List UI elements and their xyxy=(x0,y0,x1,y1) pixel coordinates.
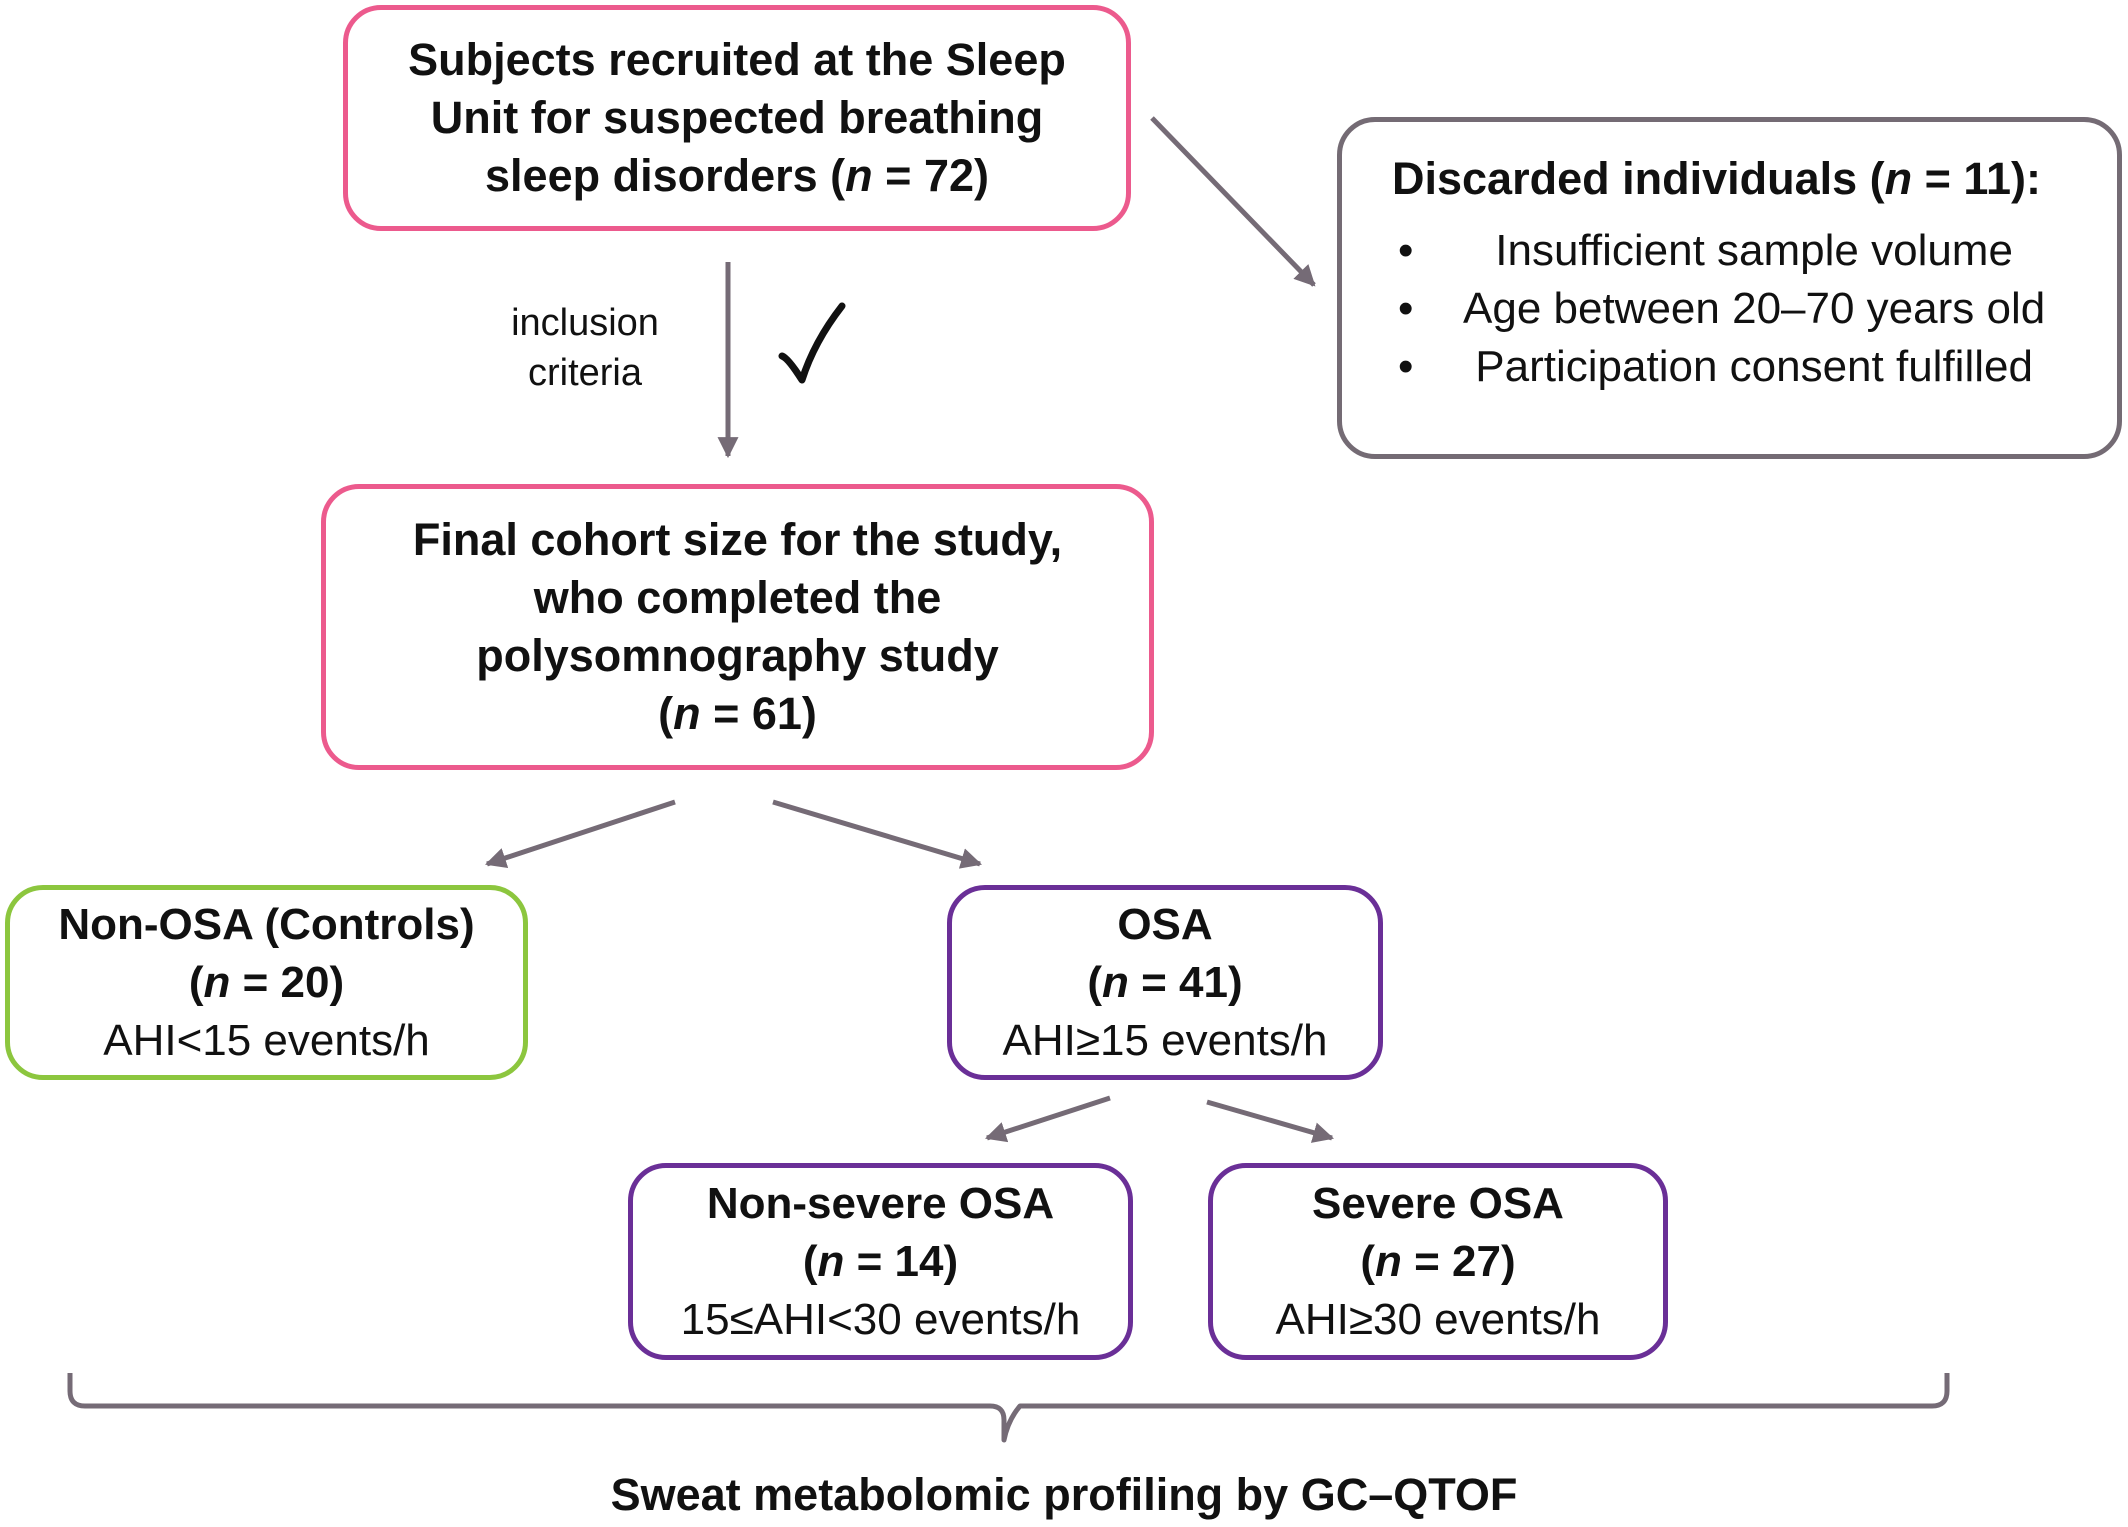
cohort-line-3: polysomnography study xyxy=(476,630,999,681)
severe-count: (n = 27) xyxy=(1360,1236,1516,1286)
discarded-title: Discarded individuals (n = 11): xyxy=(1392,153,2041,204)
inclusion-label-line-1: inclusion xyxy=(511,302,659,344)
arrow-to-non-severe xyxy=(985,1095,1111,1143)
severe-title: Severe OSA xyxy=(1312,1178,1564,1228)
box-discarded-individuals: Discarded individuals (n = 11): Insuffic… xyxy=(1337,117,2122,459)
osa-criterion: AHI≥15 events/h xyxy=(1002,1015,1328,1065)
box-severe-osa: Severe OSA (n = 27) AHI≥30 events/h xyxy=(1208,1163,1668,1360)
recruited-line-2: Unit for suspected breathing xyxy=(430,92,1044,143)
osa-count: (n = 41) xyxy=(1087,957,1243,1007)
grouping-brace xyxy=(67,1373,1950,1443)
recruited-line-3: sleep disorders (n = 72) xyxy=(485,150,989,201)
non-severe-title: Non-severe OSA xyxy=(706,1178,1055,1228)
controls-criterion: AHI<15 events/h xyxy=(103,1015,430,1065)
osa-title: OSA xyxy=(1117,899,1213,949)
controls-title: Non-OSA (Controls) xyxy=(58,899,475,949)
arrow-to-controls xyxy=(485,799,676,869)
recruited-line-1: Subjects recruited at the Sleep xyxy=(408,34,1066,85)
cohort-line-2: who completed the xyxy=(533,572,942,623)
non-severe-criterion: 15≤AHI<30 events/h xyxy=(680,1294,1081,1344)
discarded-reasons-list: Insufficient sample volume Age between 2… xyxy=(1392,222,2045,396)
cohort-line-1: Final cohort size for the study, xyxy=(412,514,1063,565)
inclusion-criteria-label: inclusion criteria xyxy=(465,298,705,398)
inclusion-label-line-2: criteria xyxy=(527,352,643,394)
severe-criterion: AHI≥30 events/h xyxy=(1275,1294,1601,1344)
box-osa: OSA (n = 41) AHI≥15 events/h xyxy=(947,885,1383,1080)
discarded-reason: Insufficient sample volume xyxy=(1392,222,2045,280)
box-non-osa-controls: Non-OSA (Controls) (n = 20) AHI<15 event… xyxy=(5,885,528,1080)
discarded-reason: Participation consent fulfilled xyxy=(1392,338,2045,396)
discarded-reason: Age between 20–70 years old xyxy=(1392,280,2045,338)
metabolomic-profiling-label: Sweat metabolomic profiling by GC–QTOF xyxy=(610,1469,1518,1520)
cohort-line-4: (n = 61) xyxy=(658,688,817,739)
non-severe-count: (n = 14) xyxy=(802,1236,959,1286)
checkmark-icon xyxy=(778,302,846,384)
controls-count: (n = 20) xyxy=(188,957,345,1007)
arrow-to-severe xyxy=(1206,1099,1335,1143)
arrow-to-discarded xyxy=(1150,116,1316,287)
arrow-to-osa xyxy=(772,799,983,869)
box-recruited-subjects: Subjects recruited at the Sleep Unit for… xyxy=(343,5,1131,231)
box-final-cohort: Final cohort size for the study, who com… xyxy=(321,484,1154,770)
box-non-severe-osa: Non-severe OSA (n = 14) 15≤AHI<30 events… xyxy=(628,1163,1133,1360)
